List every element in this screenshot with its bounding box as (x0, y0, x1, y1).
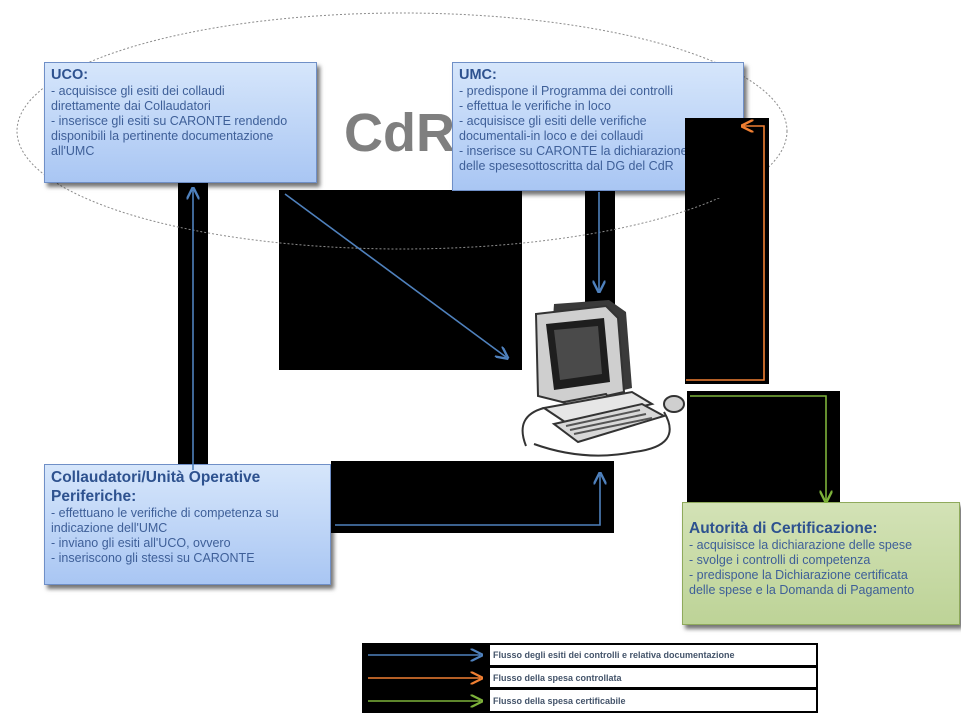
legend (362, 643, 818, 713)
legend-row-2-bg (490, 668, 816, 687)
collaudatori-line-4: - inseriscono gli stessi su CARONTE (51, 551, 255, 565)
collaudatori-title-2: Periferiche: (51, 488, 137, 505)
legend-arrows (368, 643, 488, 713)
connector-block-umc-overlap (685, 118, 769, 198)
collaudatori-title-1: Collaudatori/Unità Operative (51, 469, 261, 486)
legend-label-green: Flusso della spesa certificabile (493, 696, 626, 706)
legend-label-blue: Flusso degli esiti dei controlli e relat… (493, 650, 735, 660)
autorita-line-3: - predispone la Dichiarazione certificat… (689, 568, 908, 582)
umc-line-2: - effettua le verifiche in loco (459, 99, 611, 113)
umc-line-1: - predispone il Programma dei controlli (459, 84, 673, 98)
uco-line-5: all'UMC (51, 144, 95, 158)
arrow-collaudatori-to-computer (335, 475, 600, 526)
arrow-computer-to-umc-orange (686, 126, 765, 381)
autorita-line-1: - acquisisce la dichiarazione delle spes… (689, 538, 913, 552)
umc-line-4: documentali-in loco e dei collaudi (459, 129, 644, 143)
collaudatori-line-2: indicazione dell'UMC (51, 521, 168, 535)
arrow-uco-to-computer (284, 193, 506, 357)
uco-title: UCO: (51, 67, 89, 83)
autorita-line-2: - svolge i controlli di competenza (689, 553, 871, 567)
autorita-box: Autorità di Certificazione: - acquisisce… (682, 502, 960, 625)
connector-block-right-lower (687, 391, 840, 503)
computer-icon (521, 300, 685, 457)
legend-label-orange: Flusso della spesa controllata (493, 673, 622, 683)
umc-line-6: delle spesesottoscritta dal DG del CdR (459, 159, 674, 173)
autorita-line-4: delle spese e la Domanda di Pagamento (689, 583, 915, 597)
cdr-label: CdR (344, 103, 455, 163)
uco-line-2: direttamente dai Collaudatori (51, 99, 211, 113)
collaudatori-line-1: - effettuano le verifiche di competenza … (51, 506, 279, 520)
collaudatori-line-3: - inviano gli esiti all'UCO, ovvero (51, 536, 231, 550)
uco-line-3: - inserisce gli esiti su CARONTE rendend… (51, 114, 288, 128)
legend-row-1-bg (490, 645, 816, 665)
legend-row-3-bg (490, 690, 816, 711)
uco-box: UCO: - acquisisce gli esiti dei collaudi… (44, 62, 317, 183)
umc-line-3: - acquisisce gli esiti delle verifiche (459, 114, 647, 128)
umc-title: UMC: (459, 67, 497, 83)
connector-block-bottom (331, 461, 614, 533)
arrow-computer-to-autorita-green (690, 395, 826, 500)
autorita-title: Autorità di Certificazione: (689, 520, 878, 537)
uco-line-1: - acquisisce gli esiti dei collaudi (51, 84, 225, 98)
uco-line-4: disponibili la pertinente documentazione (51, 129, 274, 143)
umc-line-5: - inserisce su CARONTE la dichiarazione (459, 144, 688, 158)
collaudatori-box: Collaudatori/Unità Operative Periferiche… (44, 464, 331, 585)
